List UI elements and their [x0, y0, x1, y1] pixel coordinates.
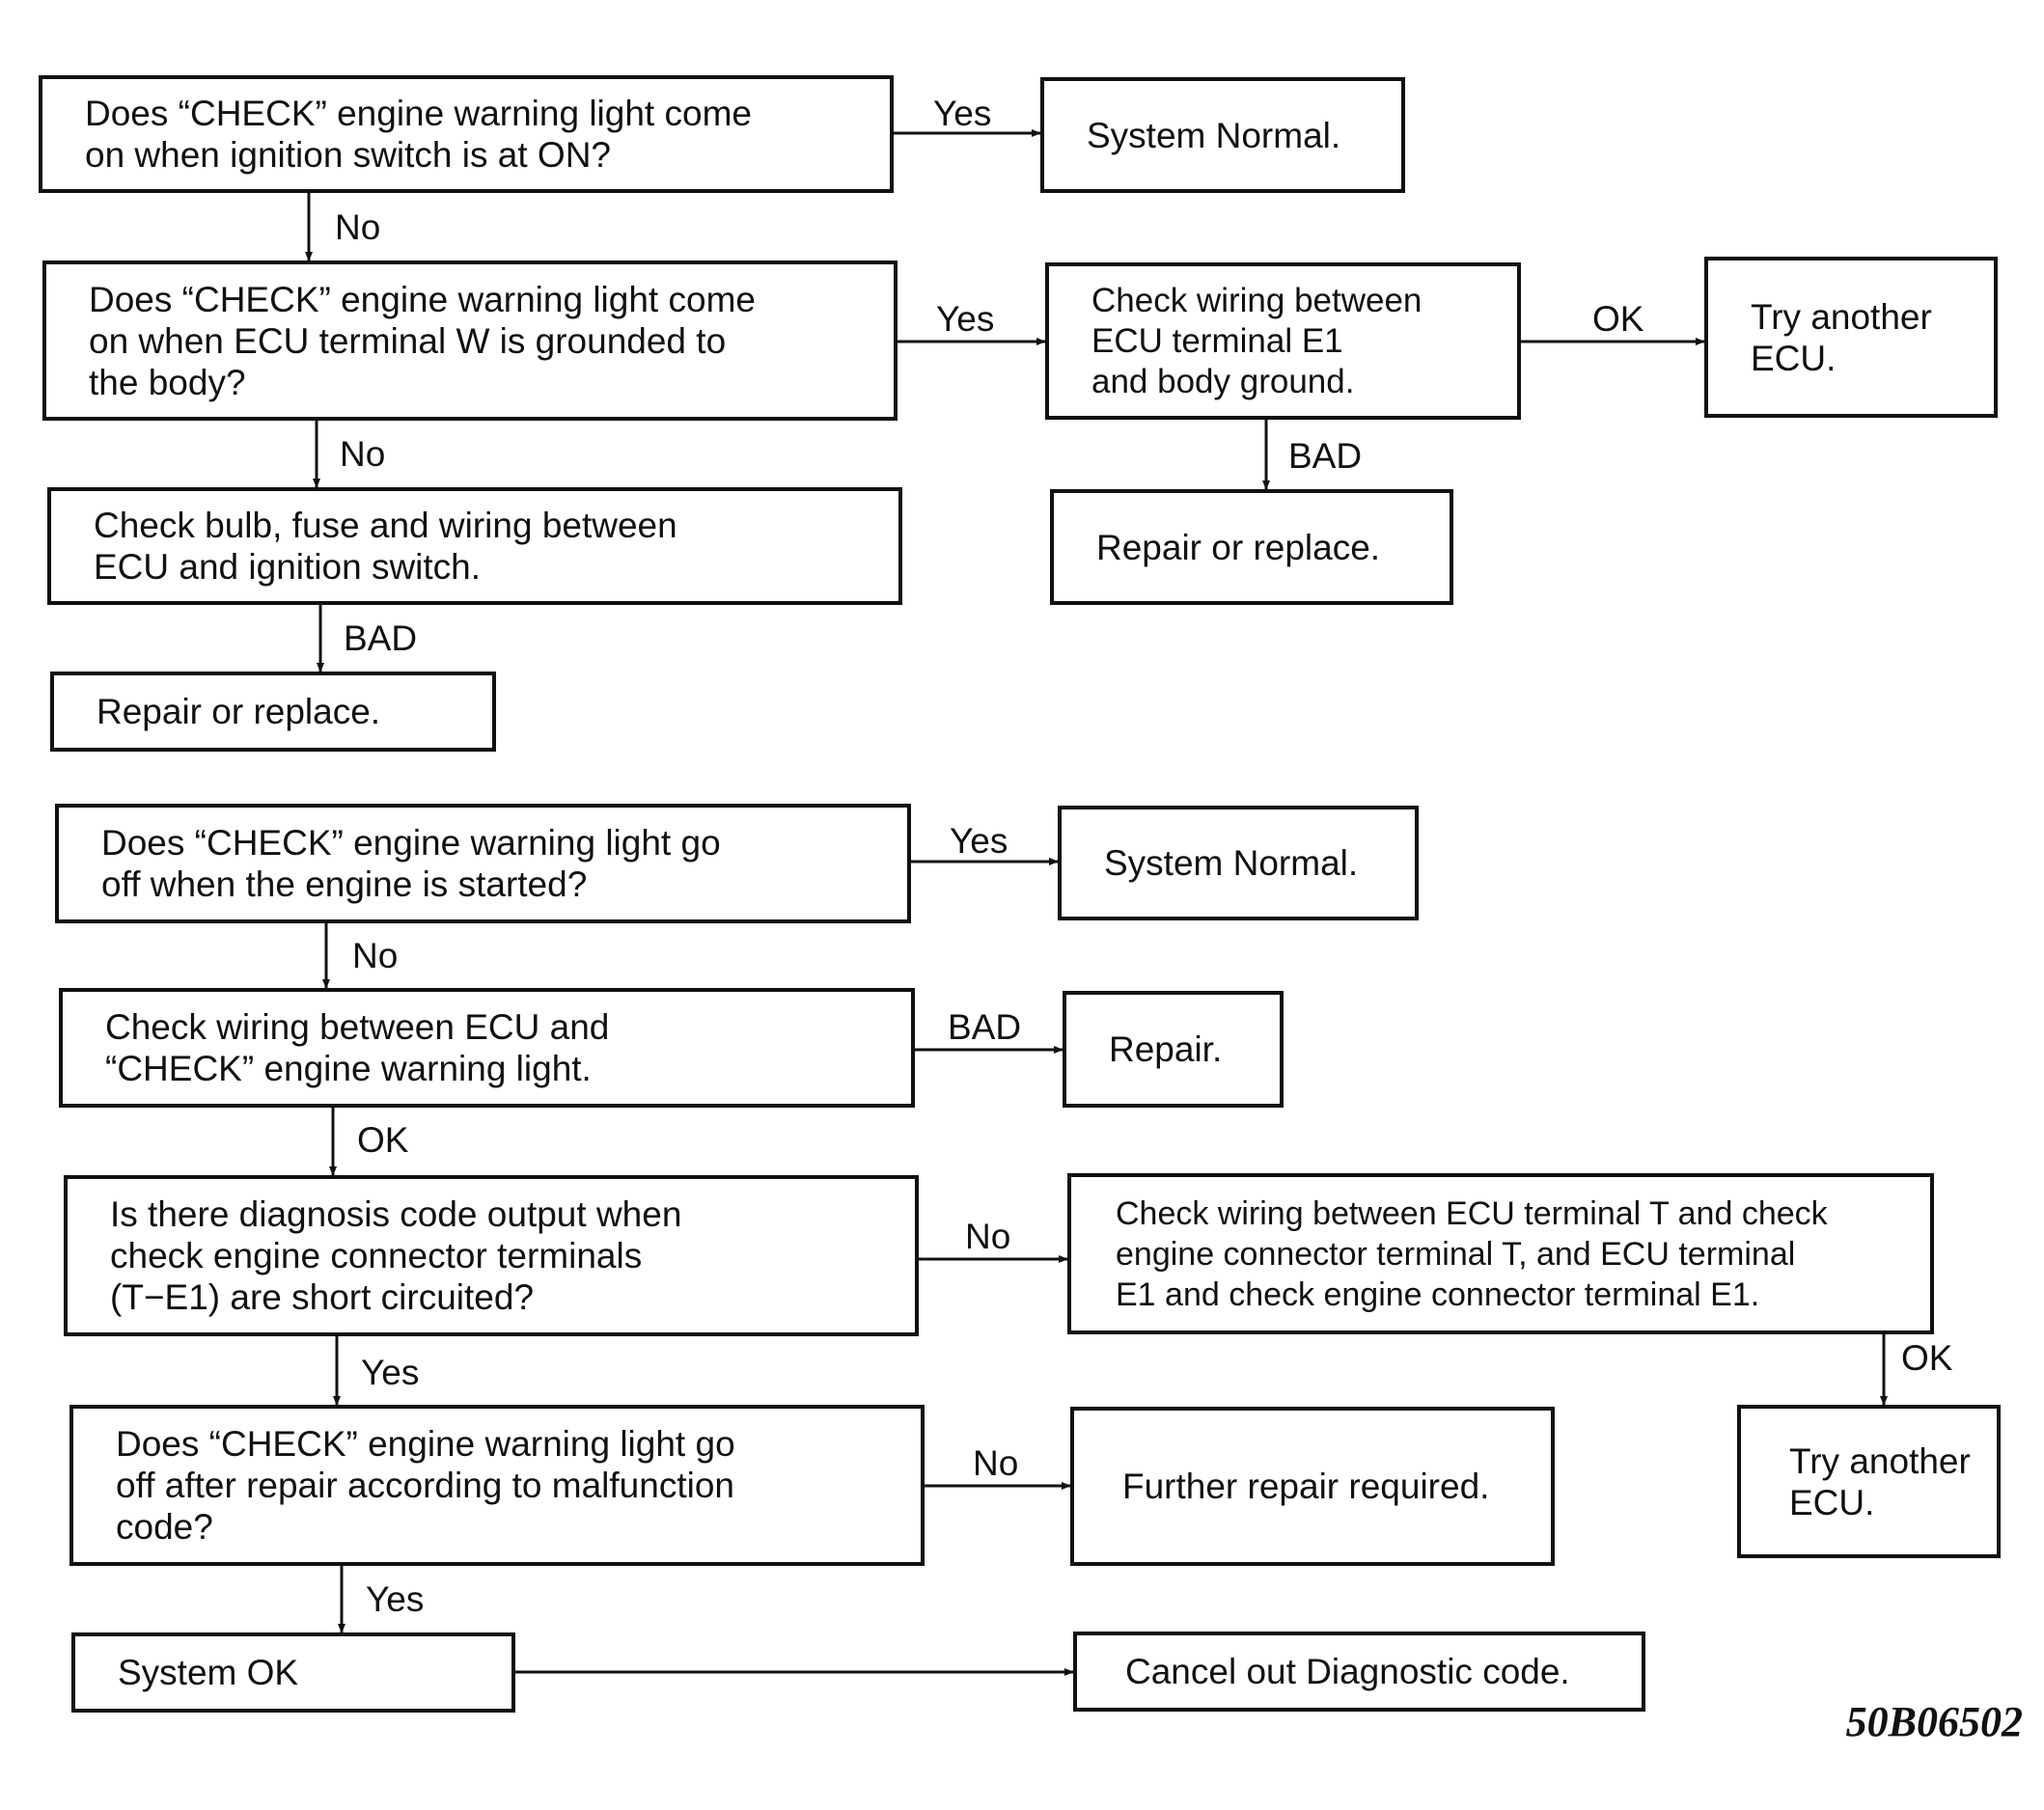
f2-q3-line1: Is there diagnosis code output when [110, 1194, 682, 1234]
f1-q2-no-label: No [340, 434, 386, 474]
f2-system-normal-text: System Normal. [1104, 843, 1359, 883]
f1-q1-no-label: No [335, 207, 381, 247]
f1-e1-bad-label: BAD [1288, 436, 1363, 476]
f2-q2-line2: “CHECK” engine warning light. [105, 1049, 592, 1088]
f2-q1-box: Does “CHECK” engine warning light go off… [55, 804, 911, 923]
f2-system-ok-text: System OK [118, 1653, 299, 1692]
f1-q3-box: Check bulb, fuse and wiring between ECU … [47, 487, 902, 605]
f2-cancel-code-box: Cancel out Diagnostic code. [1073, 1632, 1645, 1712]
f1-repair-replace-right-text: Repair or replace. [1096, 527, 1381, 567]
f2-q3-no-label: No [965, 1217, 1011, 1256]
f2-check-t-line3: E1 and check engine connector terminal E… [1116, 1275, 1760, 1313]
f2-system-normal-box: System Normal. [1058, 806, 1419, 920]
f2-check-t-line1: Check wiring between ECU terminal T and … [1116, 1194, 1828, 1232]
f1-system-normal-text: System Normal. [1087, 115, 1341, 155]
f2-q4-no-label: No [973, 1443, 1019, 1483]
f2-q1-line1: Does “CHECK” engine warning light go [101, 823, 721, 863]
f1-check-e1-line1: Check wiring between [1091, 281, 1423, 319]
f1-try-ecu-box: Try another ECU. [1704, 257, 1998, 418]
f2-q2-bad-label: BAD [948, 1007, 1022, 1047]
f2-check-t-line2: engine connector terminal T, and ECU ter… [1116, 1235, 1796, 1273]
f2-t-ok-label: OK [1901, 1338, 1953, 1378]
f1-try-ecu-line1: Try another [1751, 296, 1932, 337]
f1-q2-yes-label: Yes [936, 299, 995, 339]
f2-q2-line1: Check wiring between ECU and [105, 1007, 610, 1047]
f2-repair-text: Repair. [1109, 1029, 1223, 1069]
f1-q2-box: Does “CHECK” engine warning light come o… [42, 261, 898, 421]
f2-further-repair-text: Further repair required. [1122, 1467, 1490, 1506]
f1-system-normal-box: System Normal. [1040, 77, 1405, 193]
f1-try-ecu-line2: ECU. [1751, 338, 1837, 378]
f2-q2-box: Check wiring between ECU and “CHECK” eng… [59, 988, 915, 1108]
f1-repair-replace-box: Repair or replace. [50, 672, 496, 752]
f2-system-ok-box: System OK [71, 1632, 515, 1713]
f2-further-repair-box: Further repair required. [1070, 1407, 1555, 1566]
f2-q3-yes-label: Yes [361, 1353, 420, 1392]
f2-q1-yes-label: Yes [950, 821, 1008, 861]
f1-q3-line1: Check bulb, fuse and wiring between [94, 506, 677, 545]
f2-q1-line2: off when the engine is started? [101, 864, 588, 904]
f2-try-ecu-box: Try another ECU. [1737, 1405, 2001, 1558]
f2-q4-line1: Does “CHECK” engine warning light go [116, 1424, 735, 1464]
f2-q3-line2: check engine connector terminals [110, 1236, 643, 1275]
f1-check-e1-box: Check wiring between ECU terminal E1 and… [1045, 262, 1521, 420]
f1-q2-line3: the body? [89, 362, 246, 402]
figure-id: 50B06502 [1845, 1698, 2023, 1745]
f2-q1-no-label: No [352, 936, 399, 975]
f2-q4-yes-label: Yes [366, 1579, 425, 1619]
f2-q3-box: Is there diagnosis code output when chec… [64, 1175, 919, 1336]
f1-q1-line1: Does “CHECK” engine warning light come [85, 94, 752, 133]
f1-check-e1-line3: and body ground. [1091, 362, 1355, 400]
f1-q2-line2: on when ECU terminal W is grounded to [89, 320, 727, 361]
f2-q4-line3: code? [116, 1507, 213, 1547]
f1-repair-replace-right-box: Repair or replace. [1050, 489, 1453, 605]
f2-repair-box: Repair. [1063, 991, 1284, 1108]
f1-repair-replace-text: Repair or replace. [97, 692, 381, 731]
f2-q3-line3: (T−E1) are short circuited? [110, 1277, 535, 1317]
f1-q1-box: Does “CHECK” engine warning light come o… [39, 75, 894, 193]
f2-q2-ok-label: OK [357, 1120, 409, 1160]
f2-try-ecu-line2: ECU. [1789, 1482, 1875, 1522]
f2-cancel-code-text: Cancel out Diagnostic code. [1125, 1652, 1570, 1691]
f1-q2-line1: Does “CHECK” engine warning light come [89, 279, 756, 319]
f1-q3-line2: ECU and ignition switch. [94, 547, 482, 587]
f1-e1-ok-label: OK [1592, 299, 1644, 339]
f2-try-ecu-line1: Try another [1789, 1440, 1971, 1481]
f1-q3-bad-label: BAD [344, 618, 418, 658]
f1-q1-line2: on when ignition switch is at ON? [85, 135, 611, 175]
f1-q1-yes-label: Yes [933, 94, 992, 133]
f2-check-t-box: Check wiring between ECU terminal T and … [1067, 1173, 1934, 1334]
f2-q4-box: Does “CHECK” engine warning light go off… [69, 1405, 925, 1566]
f2-q4-line2: off after repair according to malfunctio… [116, 1466, 734, 1505]
f1-check-e1-line2: ECU terminal E1 [1091, 321, 1343, 360]
